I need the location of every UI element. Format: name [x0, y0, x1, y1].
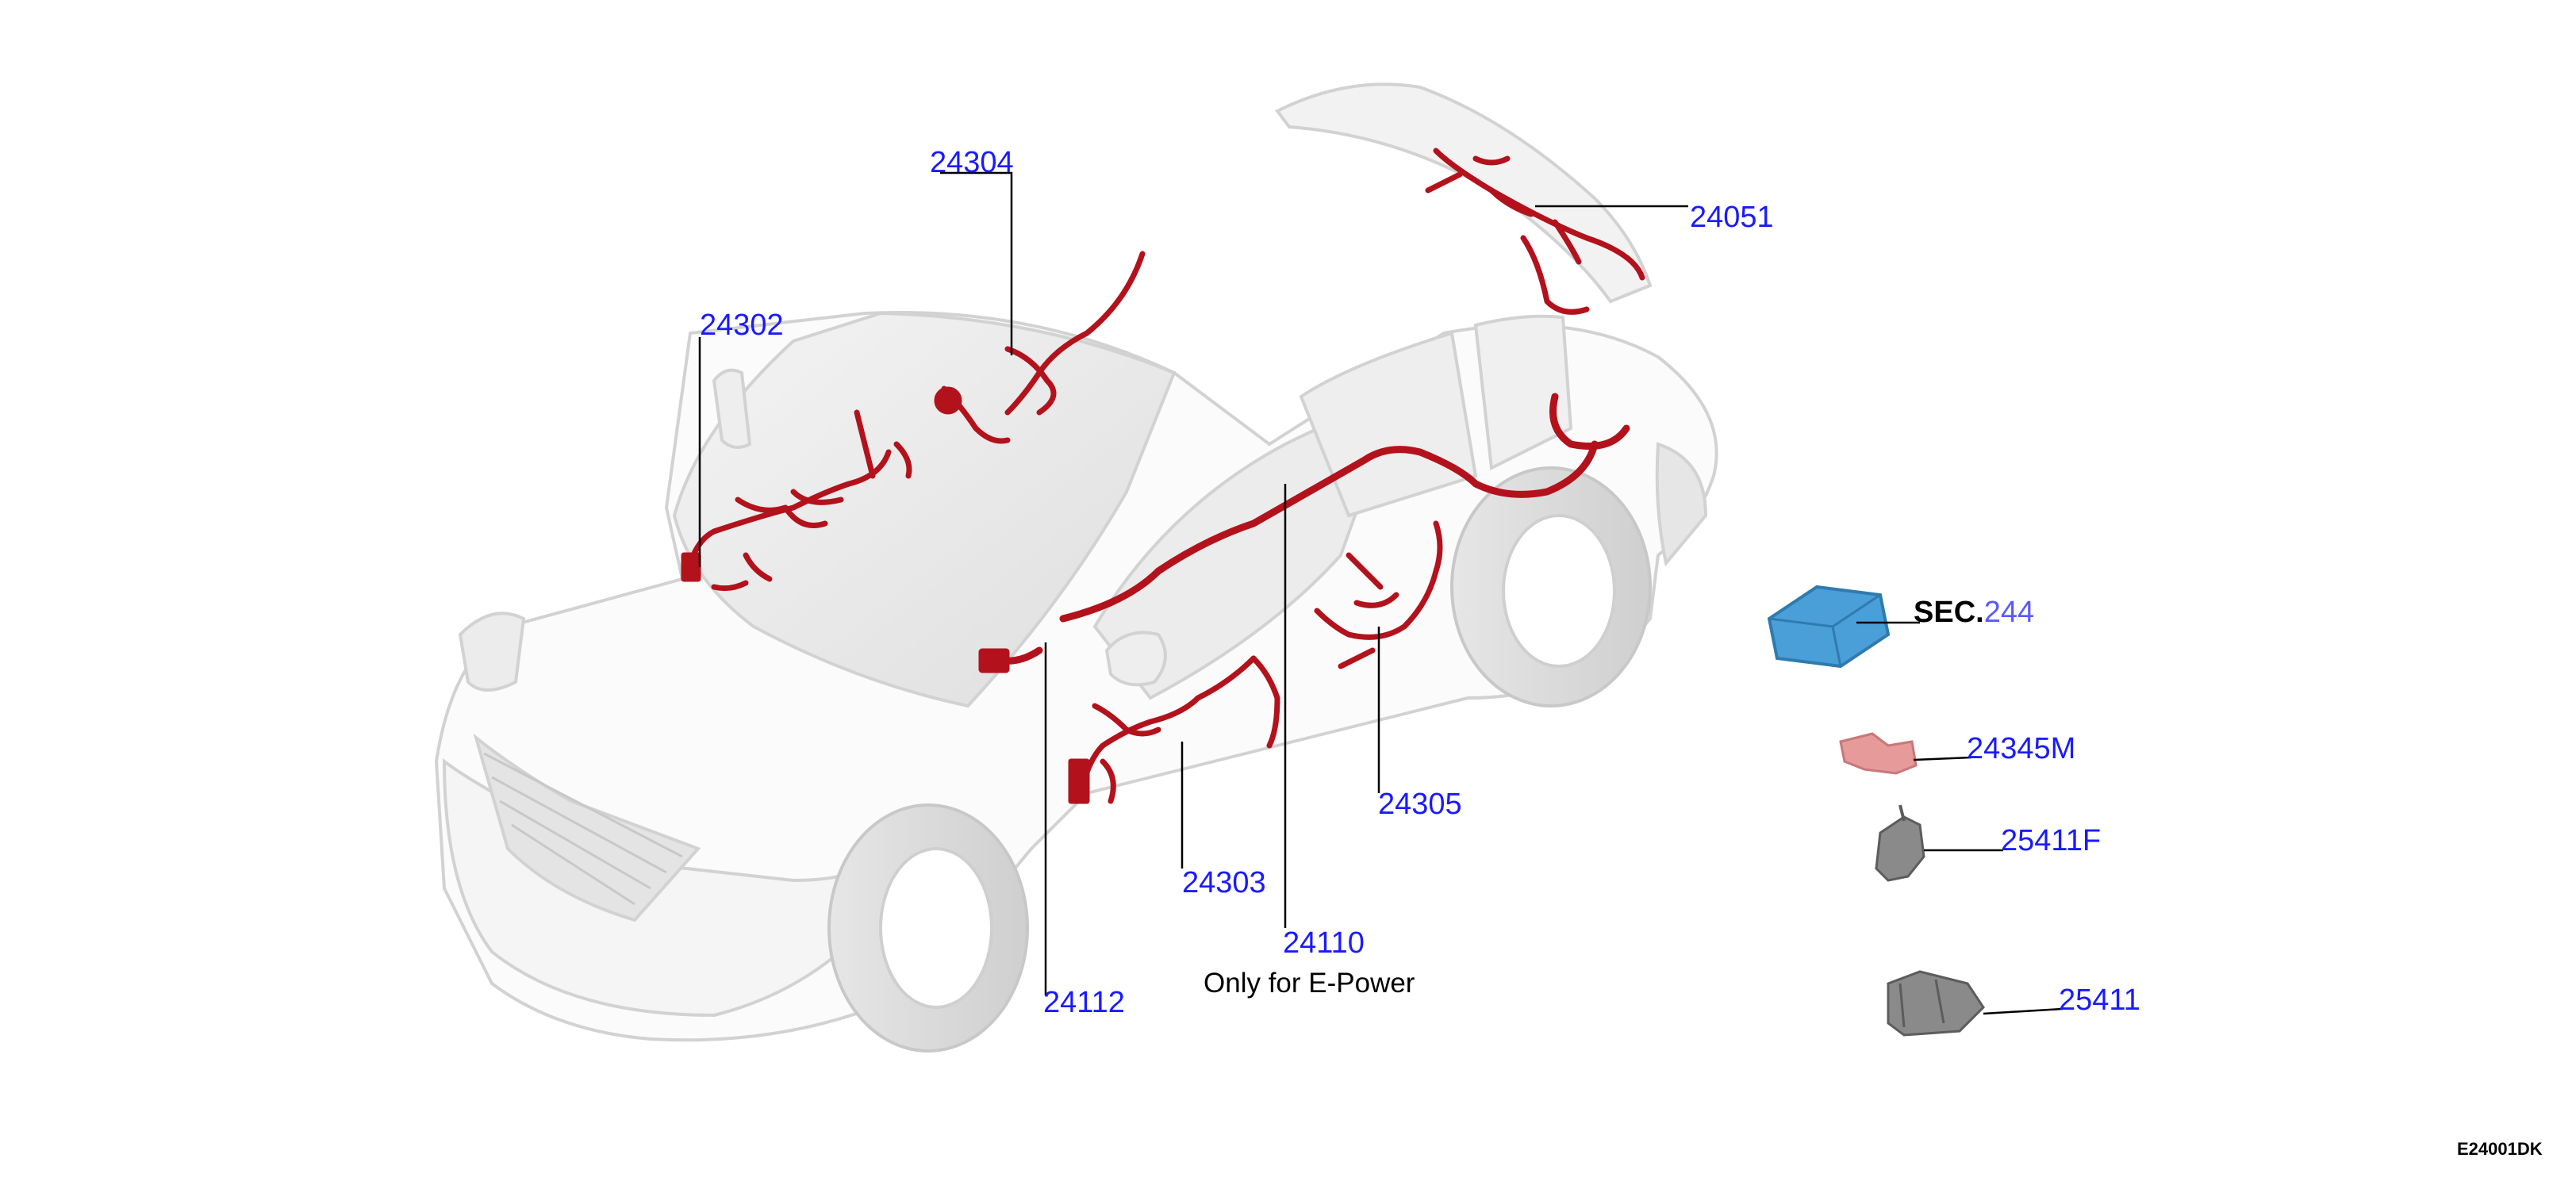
leader-24304	[940, 171, 1013, 355]
battery-unit	[1767, 585, 1891, 669]
bracket-25411F	[1875, 804, 1925, 882]
part-label-24302[interactable]: 24302	[700, 309, 784, 342]
leader-24345M	[1913, 756, 1972, 761]
part-label-24110[interactable]: 24110	[1283, 926, 1365, 960]
part-label-24305[interactable]: 24305	[1378, 788, 1462, 821]
part-label-24345M[interactable]: 24345M	[1967, 732, 2076, 765]
vehicle-body	[434, 82, 1718, 1042]
tail-lamp	[1655, 442, 1708, 567]
rear-wheel	[1450, 466, 1652, 707]
liftgate	[1274, 82, 1653, 304]
harness-24051	[1425, 148, 1645, 315]
e-power-note: Only for E-Power	[1204, 968, 1415, 999]
bracket-25411	[1887, 970, 1985, 1037]
harness-24304	[934, 251, 1146, 444]
door-mirror	[1104, 631, 1167, 687]
part-label-24303[interactable]: 24303	[1182, 866, 1266, 899]
rear-door-window	[1473, 314, 1573, 471]
bracket-24345M	[1839, 732, 1918, 775]
front-wheel	[827, 803, 1029, 1053]
harness-24302	[681, 409, 912, 592]
section-prefix: SEC.	[1914, 596, 1984, 629]
part-label-24304[interactable]: 24304	[930, 146, 1014, 179]
part-label-24051[interactable]: 24051	[1690, 201, 1774, 234]
harness-24303	[1068, 655, 1280, 804]
hood	[672, 311, 1177, 708]
section-reference[interactable]: SEC.244	[1914, 597, 2034, 627]
headlight	[458, 612, 526, 692]
drawing-code: E24001DK	[2457, 1139, 2543, 1159]
harness-24305	[1314, 520, 1443, 669]
part-label-25411[interactable]: 25411	[2059, 984, 2140, 1017]
harness-24110	[978, 393, 1630, 673]
part-label-24112[interactable]: 24112	[1043, 986, 1125, 1019]
leader-lines	[698, 171, 2063, 1015]
leader-25411	[1983, 1007, 2063, 1015]
section-number: 244	[1983, 596, 2035, 629]
part-label-25411F[interactable]: 25411F	[2001, 824, 2102, 857]
left-mirror	[712, 368, 752, 449]
